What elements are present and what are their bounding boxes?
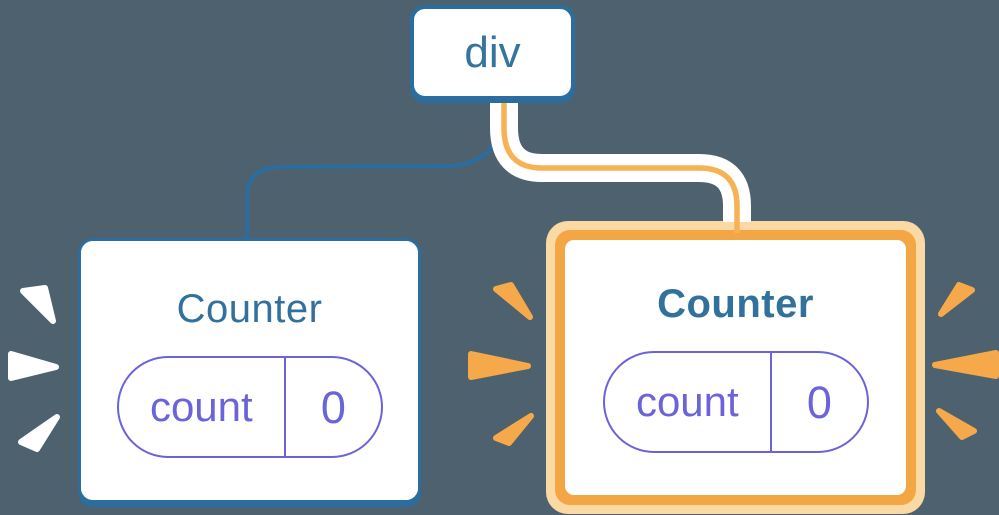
white-burst-icon	[8, 285, 60, 452]
counter-card-left-body: Counter count 0	[81, 241, 418, 500]
counter-card-right-body: Counter count 0	[565, 240, 906, 495]
state-value: 0	[320, 381, 346, 433]
spark-wedge	[493, 413, 534, 446]
spark-wedge	[20, 285, 56, 324]
root-node-div: div	[410, 5, 575, 100]
state-value: 0	[806, 376, 832, 428]
spark-wedge	[936, 408, 977, 440]
counter-card-right-highlight-glow: Counter count 0	[546, 221, 925, 514]
counter-title: Counter	[176, 287, 323, 331]
root-node-label: div	[464, 27, 521, 77]
state-key: count	[605, 353, 773, 451]
counter-title: Counter	[657, 282, 814, 326]
counter-card-left: Counter count 0	[78, 238, 421, 503]
spark-wedge	[932, 350, 999, 379]
counter-card-right-border: Counter count 0	[555, 230, 916, 505]
spark-wedge	[468, 351, 531, 380]
spark-wedge	[493, 282, 533, 320]
orange-burst-icon	[468, 282, 534, 446]
state-pill: count 0	[116, 356, 383, 458]
orange-burst-icon	[932, 282, 999, 440]
spark-wedge	[18, 414, 60, 452]
spark-wedge	[8, 351, 59, 381]
state-key: count	[119, 358, 287, 456]
spark-wedge	[938, 282, 975, 317]
state-pill: count 0	[602, 351, 869, 453]
